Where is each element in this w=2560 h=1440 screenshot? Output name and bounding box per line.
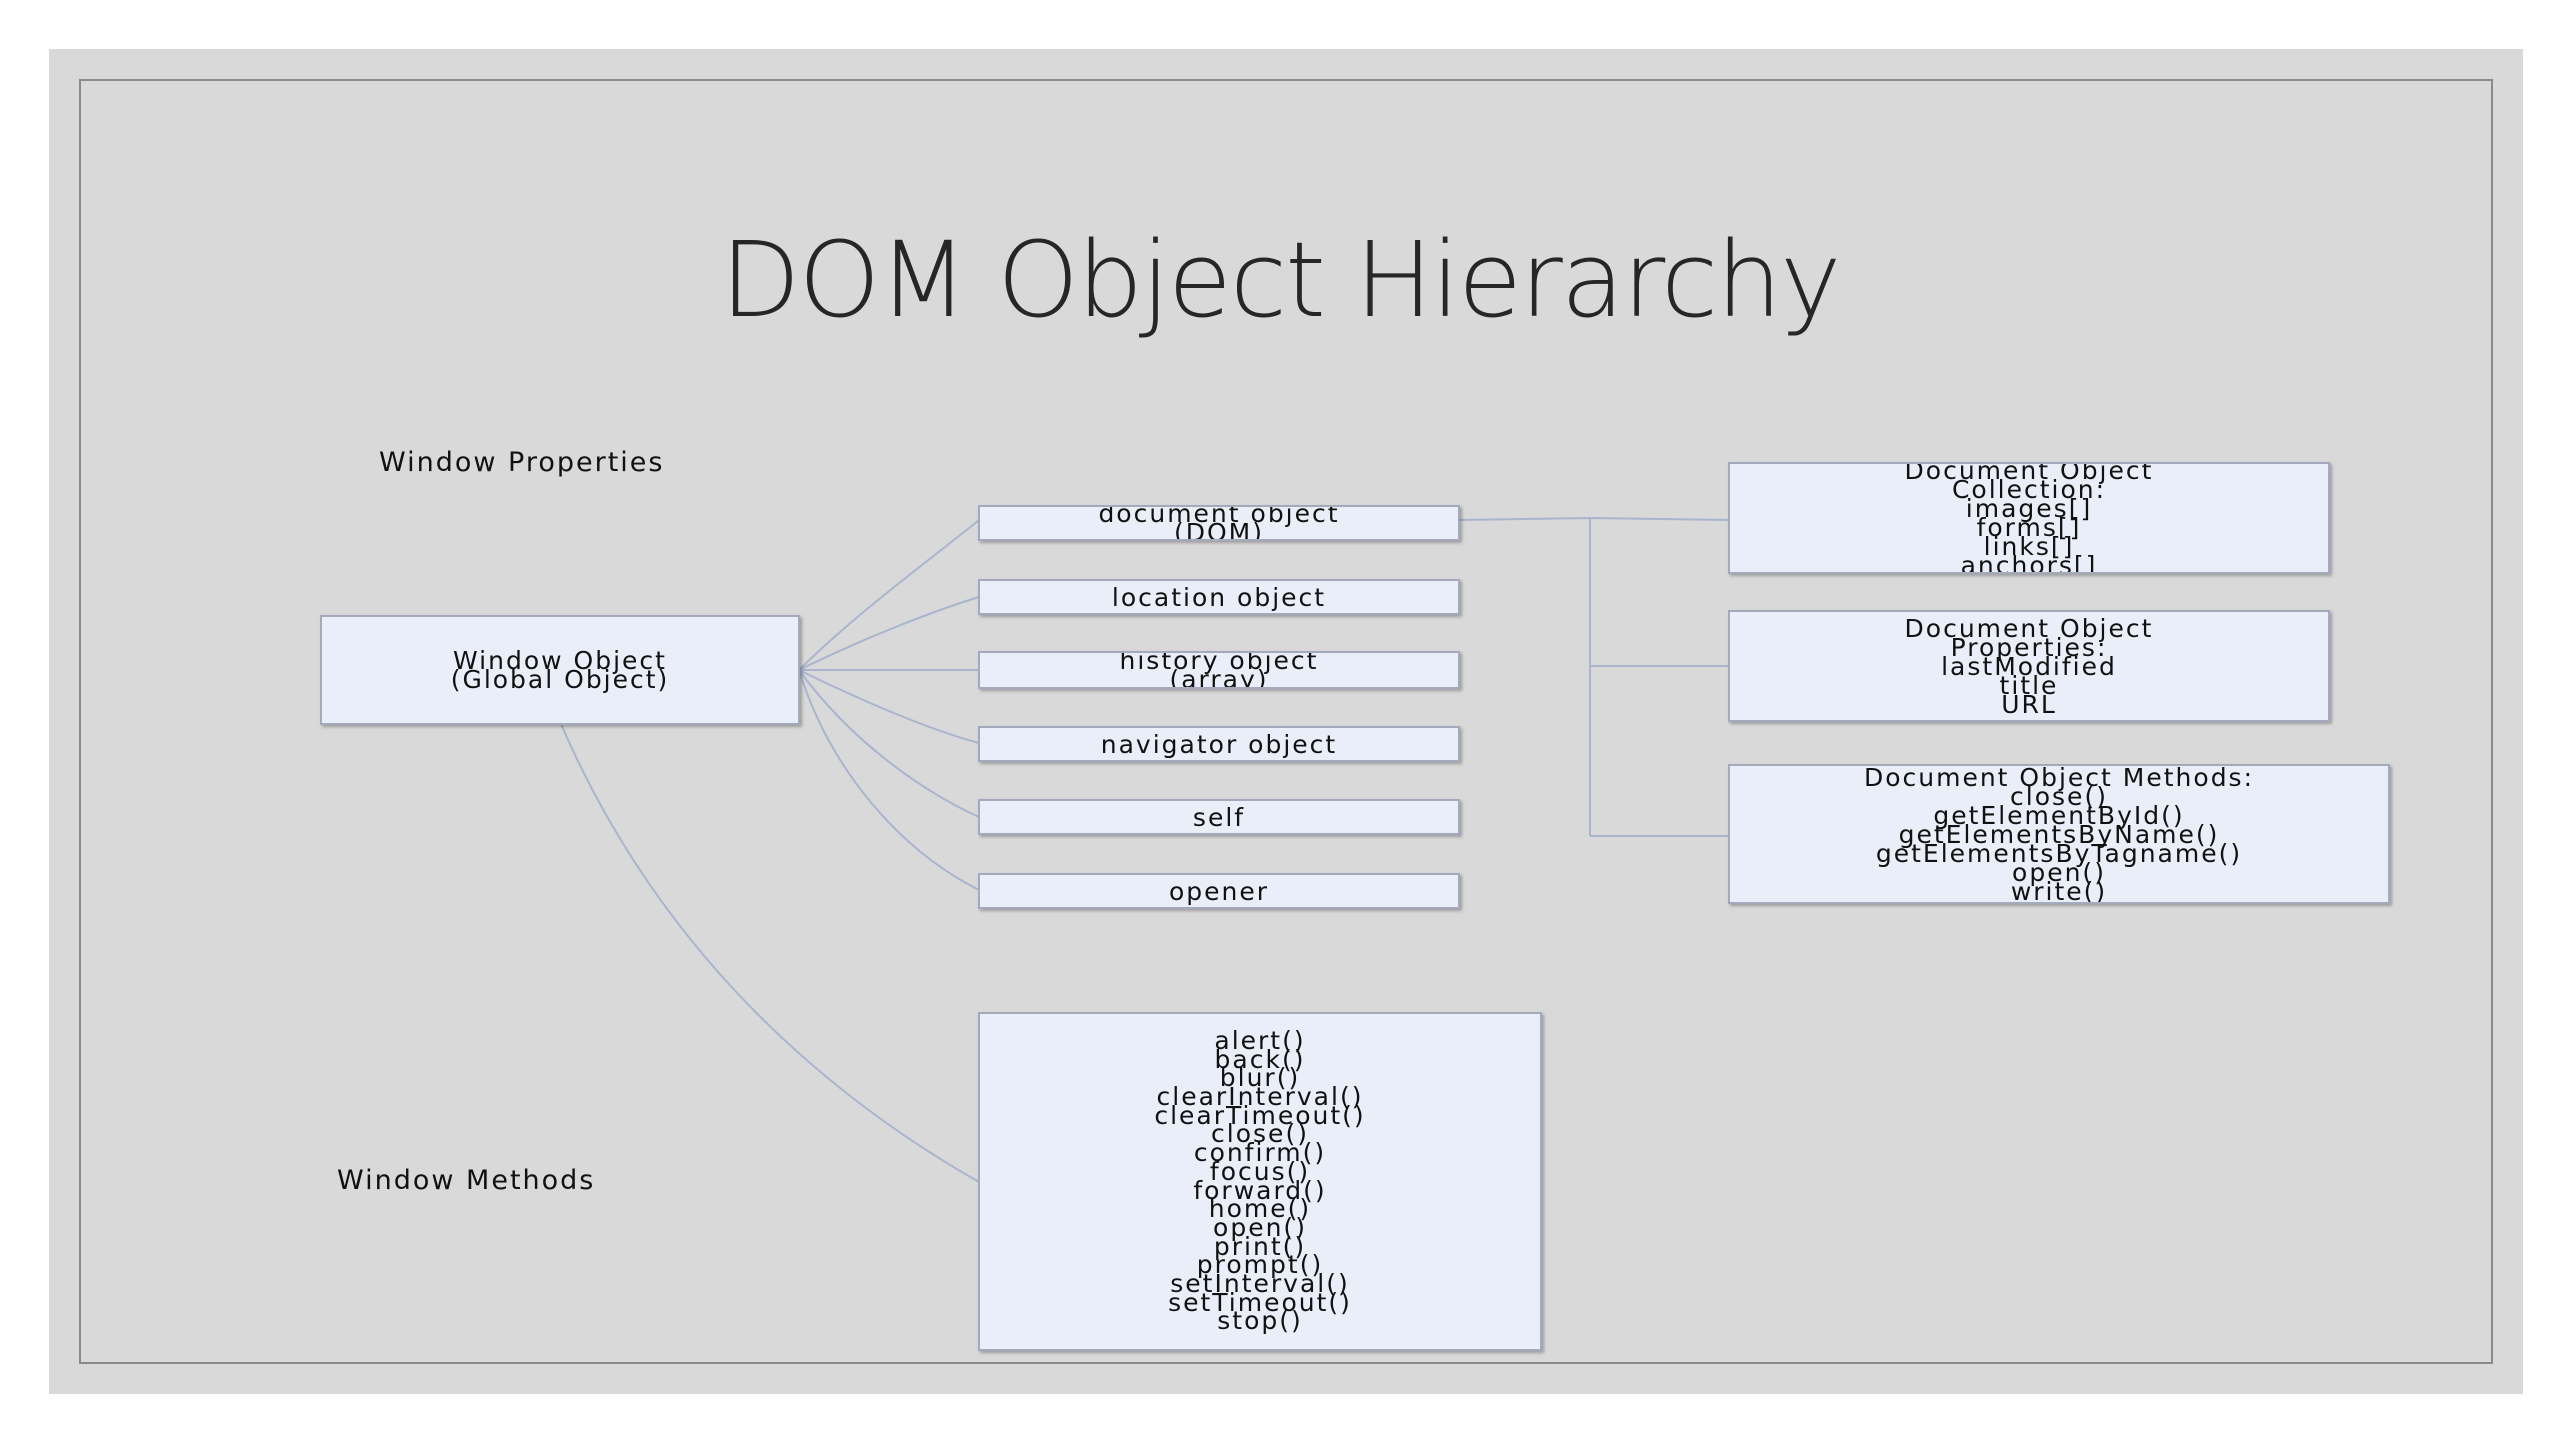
document-object-box: document object (DOM): [978, 505, 1460, 541]
method-item: home(): [1208, 1194, 1312, 1224]
window-methods-box: alert() back() blur() clearInterval() cl…: [978, 1012, 1542, 1351]
box-line: write(): [2010, 876, 2108, 904]
box-line: navigator object: [1100, 729, 1338, 759]
window-methods-label: Window Methods: [337, 1165, 596, 1196]
method-item: close(): [1211, 1119, 1309, 1149]
box-line: Document Object: [1904, 613, 2154, 643]
box-line: Collection:: [1951, 475, 2107, 504]
method-item: alert(): [1214, 1025, 1306, 1055]
box-line: Document Object Methods:: [1863, 764, 2255, 792]
box-line: history object: [1119, 651, 1319, 675]
box-line: open(): [2012, 857, 2106, 887]
location-object-box: location object: [978, 579, 1460, 615]
box-line: location object: [1111, 582, 1327, 612]
box-line: lastModified: [1941, 651, 2117, 681]
window-properties-label: Window Properties: [379, 447, 665, 478]
method-item: clearInterval(): [1156, 1081, 1364, 1111]
box-line: images[]: [1965, 494, 2093, 523]
method-item: print(): [1213, 1231, 1307, 1261]
box-line: getElementsByTagname(): [1875, 838, 2243, 868]
box-line: Properties:: [1950, 632, 2108, 662]
method-item: clearTimeout(): [1154, 1100, 1366, 1130]
box-line: (array): [1169, 665, 1269, 689]
document-collection-box: Document Object Collection: images[] for…: [1728, 462, 2330, 574]
method-item: prompt(): [1196, 1250, 1324, 1280]
document-methods-box: Document Object Methods: close() getElem…: [1728, 764, 2390, 904]
box-line: Window Object: [453, 646, 667, 675]
method-item: open(): [1213, 1212, 1307, 1242]
opener-box: opener: [978, 873, 1460, 909]
window-object-box: Window Object (Global Object): [320, 615, 800, 725]
box-line: getElementsByName(): [1898, 819, 2220, 849]
box-line: (DOM): [1173, 518, 1264, 541]
self-box: self: [978, 799, 1460, 835]
document-properties-box: Document Object Properties: lastModified…: [1728, 610, 2330, 722]
box-line: opener: [1168, 876, 1270, 906]
method-item: setTimeout(): [1168, 1287, 1352, 1317]
method-item: back(): [1214, 1044, 1306, 1074]
box-line: anchors[]: [1960, 551, 2098, 574]
box-line: forms[]: [1976, 513, 2082, 542]
method-item: blur(): [1219, 1063, 1301, 1093]
method-item: confirm(): [1193, 1138, 1327, 1168]
box-line: close(): [2010, 781, 2108, 811]
history-object-box: history object (array): [978, 651, 1460, 689]
box-line: (Global Object): [450, 665, 670, 694]
box-line: document object: [1098, 505, 1340, 528]
box-line: URL: [2001, 689, 2057, 719]
page-title: DOM Object Hierarchy: [720, 219, 1841, 341]
navigator-object-box: navigator object: [978, 726, 1460, 762]
method-item: focus(): [1209, 1156, 1311, 1186]
method-item: stop(): [1217, 1306, 1303, 1336]
box-line: Document Object: [1904, 462, 2154, 485]
method-item: setInterval(): [1170, 1269, 1350, 1299]
box-line: links[]: [1983, 532, 2075, 561]
box-line: getElementById(): [1933, 800, 2185, 830]
box-line: title: [1999, 670, 2059, 700]
box-line: self: [1192, 802, 1246, 832]
method-item: forward(): [1193, 1175, 1327, 1205]
slide-frame: [79, 79, 2493, 1364]
